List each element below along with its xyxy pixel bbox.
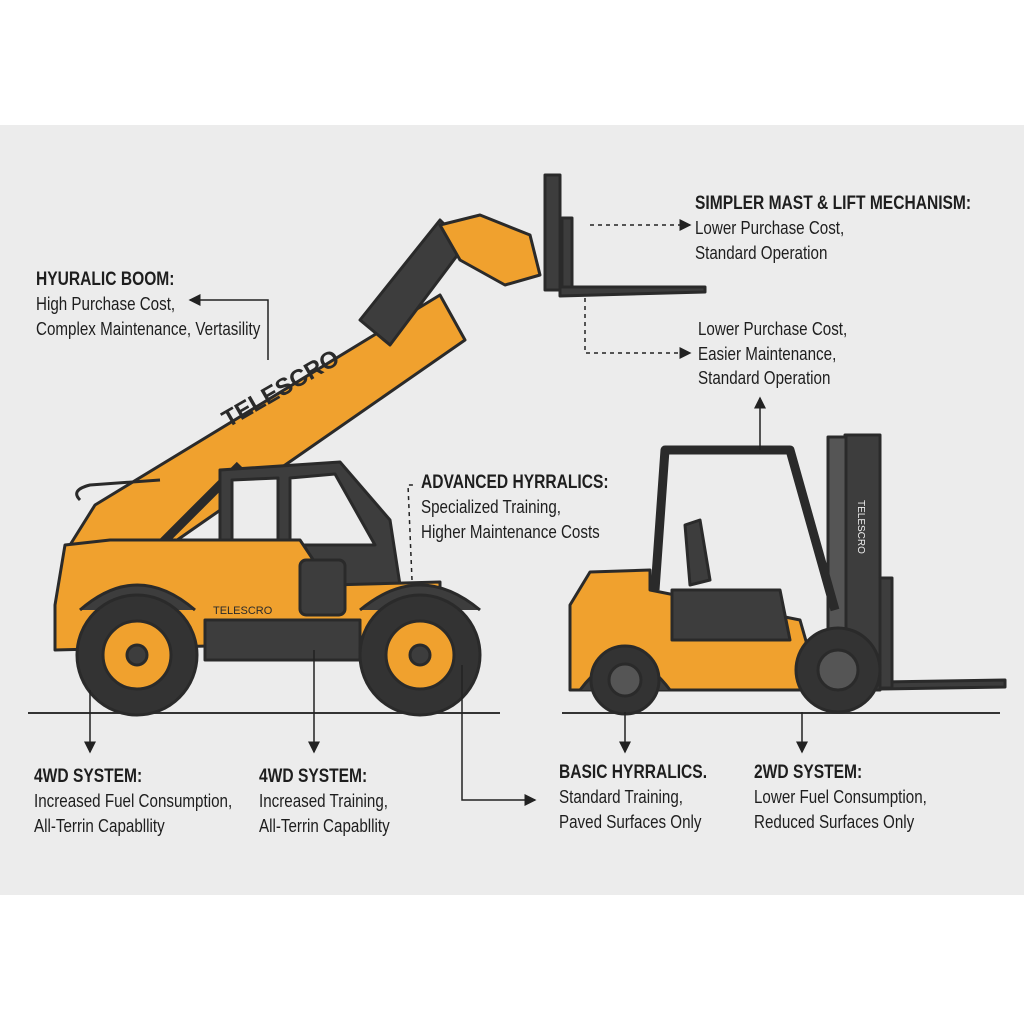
callout-connectors <box>84 219 808 806</box>
callout-line: Lower Purchase Cost, <box>695 217 845 238</box>
telehandler-fork <box>558 285 707 298</box>
forklift <box>568 433 1007 716</box>
callout-basic-hydraulics: BASIC HYRRALICS. Standard Training, Pave… <box>559 761 707 834</box>
callout-4wd-fuel: 4WD SYSTEM: Increased Fuel Consumption, … <box>34 765 232 838</box>
callout-boom: HYURALIC BOOM: High Purchase Cost, Compl… <box>36 268 260 341</box>
telehandler-boom-head <box>438 213 542 287</box>
callout-line: Increased Fuel Consumption, <box>34 790 233 811</box>
callout-title: HYURALIC BOOM: <box>36 269 175 290</box>
callout-mast: SIMPLER MAST & LIFT MECHANISM: Lower Pur… <box>695 192 971 265</box>
callout-line: Increased Training, <box>259 790 389 811</box>
callout-forklift-cost: Lower Purchase Cost, Easier Maintenance,… <box>698 317 847 391</box>
callout-line: Paved Surfaces Only <box>559 810 702 832</box>
callout-line: Lower Fuel Consumption, <box>754 786 927 807</box>
telehandler-carriage <box>543 173 562 292</box>
callout-line: Higher Maintenance Costs <box>421 520 600 542</box>
callout-line: High Purchase Cost, <box>36 293 176 314</box>
callout-advanced-hydraulics: ADVANCED HYRRALICS: Specialized Training… <box>421 471 609 544</box>
telehandler-side-badge: TELESCRO <box>213 605 273 617</box>
callout-line: Specialized Training, <box>421 496 561 517</box>
callout-line: Lower Purchase Cost, <box>698 318 848 339</box>
callout-line: All-Terrin Capabllity <box>259 814 390 836</box>
callout-line: Easier Maintenance, <box>698 342 837 364</box>
callout-title: ADVANCED HYRRALICS: <box>421 472 609 493</box>
callout-line: Standard Training, <box>559 786 683 807</box>
forklift-fork <box>878 678 1007 691</box>
forklift-mast-badge: TELESCRO <box>855 500 866 554</box>
callout-line: Reduced Surfaces Only <box>754 810 915 832</box>
callout-2wd: 2WD SYSTEM: Lower Fuel Consumption, Redu… <box>754 761 927 834</box>
callout-title: 2WD SYSTEM: <box>754 762 863 783</box>
callout-title: 4WD SYSTEM: <box>34 766 143 787</box>
callout-line: Standard Operation <box>698 367 831 388</box>
callout-title: BASIC HYRRALICS. <box>559 762 708 783</box>
callout-title: 4WD SYSTEM: <box>259 766 368 787</box>
callout-line: Complex Maintenance, Vertasility <box>36 317 261 339</box>
telehandler <box>53 173 707 717</box>
forklift-overhead-guard <box>650 445 840 612</box>
callout-line: All-Terrin Capabllity <box>34 814 165 836</box>
callout-4wd-training: 4WD SYSTEM: Increased Training, All-Terr… <box>259 765 390 838</box>
callout-line: Standard Operation <box>695 241 828 263</box>
callout-title: SIMPLER MAST & LIFT MECHANISM: <box>695 193 972 214</box>
